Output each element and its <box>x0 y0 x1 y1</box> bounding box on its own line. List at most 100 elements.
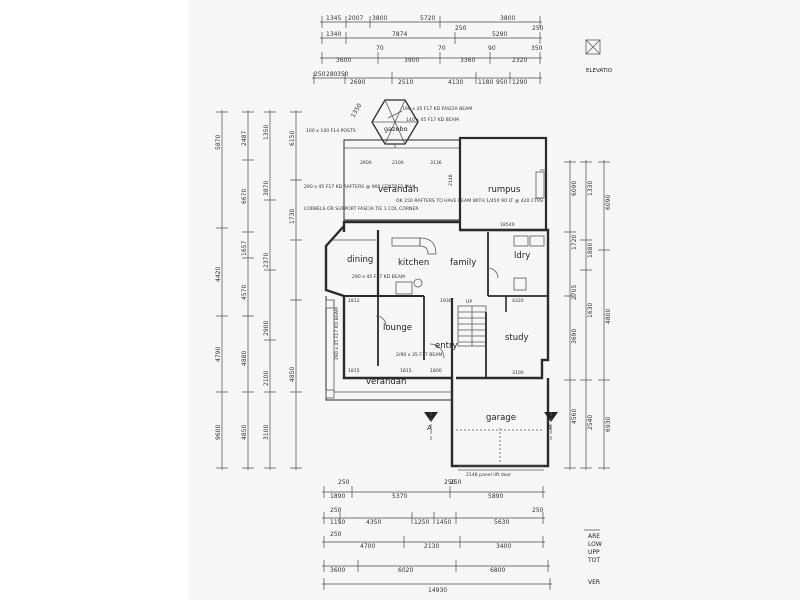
dim-bot-2-4: 1450 <box>436 519 451 526</box>
note-beam3: 2/90 x 35 F17 BEAM <box>396 352 442 358</box>
dim-top-1-1: 2007 <box>348 15 363 22</box>
title-line-3: TOT <box>587 557 600 564</box>
right-dimensions <box>564 160 610 470</box>
dim-bot-1-4: 250 <box>450 479 462 486</box>
dim-lounge-c: 1815 <box>400 368 412 374</box>
dim-bot-4-1: 6020 <box>398 567 413 574</box>
dim-bot-1-0: 250 <box>338 479 350 486</box>
dim-top-4-7: 950 <box>496 79 508 86</box>
room-verandah-front: verandah <box>366 377 406 387</box>
dim-left-inner-3: 4570 <box>241 285 248 300</box>
dim-right-small-2: 1630 <box>587 303 594 318</box>
dim-left-inner-5: 2100 <box>263 371 270 386</box>
room-kitchen: kitchen <box>398 258 429 268</box>
left-dimensions <box>216 110 302 470</box>
dim-bot-2-3: 1250 <box>414 519 429 526</box>
note-rafter: 290 x 45 F17 KD RAFTERS @ 900 CENTRES MA… <box>304 184 415 190</box>
room-garage: garage <box>486 413 516 423</box>
title-ver: VER <box>588 579 600 586</box>
dim-bot-2-1: 1150 <box>330 519 345 526</box>
dim-bot-total: 14930 <box>428 587 447 594</box>
dim-top-4-5: 4130 <box>448 79 463 86</box>
dim-left-inner-4: 4880 <box>241 351 248 366</box>
inner-dimensions: 2600 2100 3136 18540 1812 1815 1815 1800… <box>348 160 524 376</box>
dim-top-1-4: 3800 <box>500 15 515 22</box>
dim-bot-2-0: 250 <box>330 507 342 514</box>
dim-bot-2-2: 4350 <box>366 519 381 526</box>
dim-right-outer-1: 4800 <box>605 309 612 324</box>
dim-left-small-4: 3100 <box>263 425 270 440</box>
dim-right-small-3: 2540 <box>587 415 594 430</box>
title-block: ELEVATIO ARE LOW UPP TOT VER <box>584 39 613 586</box>
dim-left-inner-7b: 4850 <box>289 367 296 382</box>
dim-left-small-5: 6150 <box>289 131 296 146</box>
dim-bot-1-5: 5890 <box>488 493 503 500</box>
structural-notes: 190 x 35 F17 KD FASCIA BEAM 140 x 45 F17… <box>304 106 543 360</box>
dim-top-1-3: 5720 <box>420 15 435 22</box>
dim-left-small-0: 1350 <box>263 125 270 140</box>
dim-right-outer-0: 6090 <box>605 195 612 210</box>
room-rumpus: rumpus <box>488 185 521 195</box>
dim-right-outer-2: 6930 <box>605 417 612 432</box>
section-mark-right: A <box>547 424 552 432</box>
room-labels: verandah rumpus dining kitchen family ld… <box>347 185 530 423</box>
dim-left-outer-2: 4790 <box>215 347 222 362</box>
dim-kitchen-w: 3136 <box>430 160 442 166</box>
dim-garage-w: 2148 <box>448 174 454 186</box>
title-line-1: LOW <box>588 541 602 548</box>
room-gazebo: gazebo <box>384 125 408 133</box>
note-post: 100 x 100 F14 POSTS <box>306 128 356 134</box>
dim-left-small-1: 3870 <box>263 181 270 196</box>
compass-icon <box>585 39 601 55</box>
note-verandah: OK 150 RAFTERS TO HAVE BEAM WITH 1/45X 9… <box>396 198 543 204</box>
dim-top-3-4: 3360 <box>460 57 475 64</box>
garage-door-note: 2148 panel lift door <box>466 472 511 478</box>
top-dimensions: 1345 2007 3800 5720 3800 1340 7874 250 5… <box>312 15 544 86</box>
front-verandah <box>325 296 452 401</box>
dim-top-4-0: 250 <box>314 71 326 78</box>
dim-top-2-4: 250 <box>532 25 544 32</box>
dim-bot-1-3: 5370 <box>392 493 407 500</box>
dim-right-small-0: 1330 <box>587 181 594 196</box>
dim-top-2-2: 250 <box>455 25 467 32</box>
dim-top-2-0: 1340 <box>326 31 341 38</box>
dim-top-4-8: 1290 <box>512 79 527 86</box>
dim-top-1-2: 3800 <box>372 15 387 22</box>
dim-a1: 18540 <box>500 222 515 228</box>
dim-top-3-1: 70 <box>376 45 384 52</box>
dim-left-small-2: 2370 <box>263 253 270 268</box>
dim-bot-4-2: 6800 <box>490 567 505 574</box>
title-line-2: UPP <box>588 549 600 556</box>
dim-bot-3-1: 4700 <box>360 543 375 550</box>
dim-a3: 4320 <box>512 298 524 304</box>
section-mark-left: A <box>427 424 432 432</box>
dim-right-small-1: 1880 <box>587 243 594 258</box>
section-marks: A A <box>424 412 558 440</box>
title-line-0: ARE <box>588 533 600 540</box>
stairs-up-label: UP <box>466 299 472 305</box>
dim-top-3-0: 3600 <box>336 57 351 64</box>
dim-bot-4-0: 3600 <box>330 567 345 574</box>
dim-left-outer-0: 5870 <box>215 135 222 150</box>
dim-top-4-1: 280 <box>326 71 338 78</box>
dim-right-inner-4: 4560 <box>571 409 578 424</box>
section-arrow-left-icon <box>424 412 438 422</box>
dim-bot-3-3: 3400 <box>496 543 511 550</box>
room-lounge: lounge <box>383 323 412 333</box>
dim-top-4-4: 2510 <box>398 79 413 86</box>
bottom-dimensions <box>322 486 552 590</box>
note-support: CORBELS OR SUPPORT FASCIA TIE 1 COL CORN… <box>304 206 419 212</box>
dim-top-2-3: 5290 <box>492 31 507 38</box>
room-family: family <box>450 258 476 268</box>
dim-right-inner-0: 6090 <box>571 181 578 196</box>
dim-left-outer-3: 9600 <box>215 425 222 440</box>
dim-top-4-3: 2690 <box>350 79 365 86</box>
left-dimension-labels: 5870 4420 4790 9600 2487 6670 1657 4570 … <box>215 125 296 440</box>
dim-a2: 1930 <box>440 298 452 304</box>
dim-right-inner-2: 2705 <box>571 285 578 300</box>
dim-a4: 3100 <box>512 370 524 376</box>
dim-top-3-3: 70 <box>438 45 446 52</box>
dim-top-3-2: 3900 <box>404 57 419 64</box>
right-dimension-labels: 6090 1720 2705 3690 4560 1330 1880 1630 … <box>571 181 612 432</box>
